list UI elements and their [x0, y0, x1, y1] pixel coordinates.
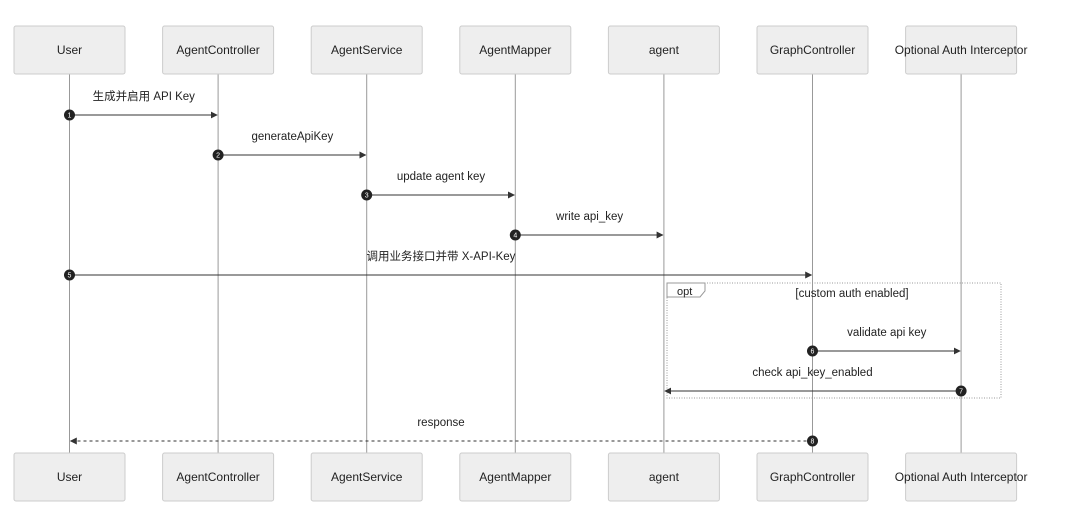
participant-box [162, 25, 275, 75]
message-label: update agent key [397, 171, 485, 183]
participant-agent_service-top: AgentService [310, 25, 423, 75]
participant-label: agent [649, 43, 680, 57]
participant-optional_auth_interceptor-top: Optional Auth Interceptor [895, 25, 1028, 75]
message-1: 生成并启用 API Key 1 [64, 89, 218, 121]
sequence-number: 5 [68, 273, 72, 280]
sequence-number: 8 [811, 439, 815, 446]
sequence-number-badge [64, 269, 75, 281]
participant-box [459, 452, 572, 502]
participant-label: AgentController [176, 470, 259, 484]
message-7: check api_key_enabled 7 [664, 367, 967, 397]
sequence-number: 2 [216, 153, 220, 160]
participant-graph_controller-bottom: GraphController [756, 452, 869, 502]
message-label: 调用业务接口并带 X-API-Key [367, 249, 516, 263]
participant-box [459, 25, 572, 75]
participant-box [905, 452, 1018, 502]
opt-label-box [666, 282, 706, 298]
participant-optional_auth_interceptor-bottom: Optional Auth Interceptor [895, 452, 1028, 502]
sequence-number: 1 [68, 113, 72, 120]
participant-label: agent [649, 470, 680, 484]
lifelines [69, 74, 962, 453]
participant-box [13, 25, 126, 75]
sequence-number: 4 [513, 233, 517, 240]
participant-box [13, 452, 126, 502]
participant-user-bottom: User [13, 452, 126, 502]
participants-bottom: User AgentController AgentService AgentMapp… [13, 452, 1028, 502]
message-8: response 8 [69, 417, 818, 447]
participant-box [310, 452, 423, 502]
participant-agent_controller-bottom: AgentController [162, 452, 275, 502]
messages: 生成并启用 API Key 1 generateApiKey 2 update agen… [64, 89, 967, 447]
sequence-number-badge [361, 189, 373, 201]
participant-label: AgentController [176, 43, 259, 57]
message-label: write api_key [555, 211, 623, 223]
message-label: 生成并启用 API Key [93, 89, 195, 103]
message-3: update agent key 3 [361, 171, 515, 201]
message-label: response [417, 417, 464, 429]
sequence-number: 7 [959, 389, 963, 396]
participant-label: AgentMapper [479, 470, 551, 484]
message-label: validate api key [847, 327, 927, 339]
participant-box [905, 25, 1018, 75]
participant-agent_mapper-top: AgentMapper [459, 25, 572, 75]
participant-box [756, 25, 869, 75]
sequence-number-badge [212, 149, 224, 161]
participant-agent_controller-top: AgentController [162, 25, 275, 75]
opt-frame [666, 282, 1002, 399]
opt-keyword: opt [677, 286, 692, 298]
participant-box [162, 452, 275, 502]
participant-label: Optional Auth Interceptor [895, 43, 1028, 57]
participant-label: AgentService [331, 470, 403, 484]
sequence-number-badge [509, 229, 521, 241]
opt-fragment: opt [custom auth enabled] [666, 282, 1002, 399]
participant-agent_mapper-bottom: AgentMapper [459, 452, 572, 502]
participant-label: AgentMapper [479, 43, 551, 57]
message-5: 调用业务接口并带 X-API-Key 5 [64, 249, 813, 281]
participant-agent-bottom: agent [607, 452, 720, 502]
participant-label: AgentService [331, 43, 403, 57]
sequence-number-badge [955, 385, 967, 397]
participant-label: User [57, 43, 82, 57]
message-4: write api_key 4 [509, 211, 664, 241]
participant-user-top: User [13, 25, 126, 75]
participant-agent_service-bottom: AgentService [310, 452, 423, 502]
participant-box [310, 25, 423, 75]
participant-label: GraphController [770, 43, 855, 57]
participant-agent-top: agent [607, 25, 720, 75]
participant-graph_controller-top: GraphController [756, 25, 869, 75]
participant-box [756, 452, 869, 502]
sequence-number-badge [807, 435, 818, 447]
sequence-number: 3 [365, 193, 369, 200]
participants-top: User AgentController AgentService AgentMapp… [13, 25, 1028, 75]
participant-box [607, 452, 720, 502]
participant-label: GraphController [770, 470, 855, 484]
participant-label: Optional Auth Interceptor [895, 470, 1028, 484]
sequence-number-badge [807, 345, 818, 357]
opt-condition: [custom auth enabled] [795, 288, 908, 300]
message-6: validate api key 6 [807, 327, 961, 357]
message-label: check api_key_enabled [752, 367, 872, 379]
sequence-number: 6 [811, 349, 815, 356]
sequence-number-badge [64, 109, 75, 121]
message-2: generateApiKey 2 [212, 131, 367, 161]
participant-label: User [57, 470, 82, 484]
message-label: generateApiKey [251, 131, 333, 143]
participant-box [607, 25, 720, 75]
